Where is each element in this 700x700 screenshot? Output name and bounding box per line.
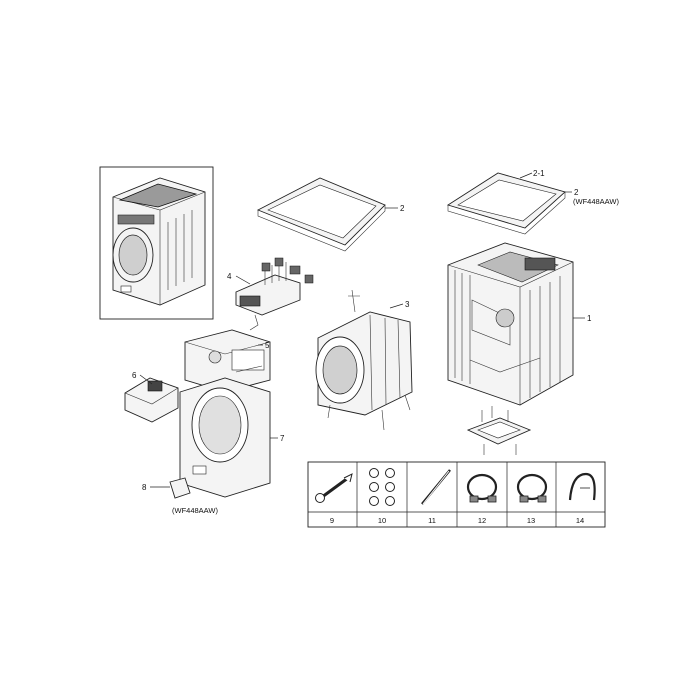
callout-2-model-note: (WF448AAW) xyxy=(573,197,619,206)
part-7-front-panel: 7 xyxy=(179,377,285,498)
part-3-tub-assembly: 3 xyxy=(315,289,413,431)
part-4-control-assembly: 4 xyxy=(227,257,314,331)
accessory-label-12: 12 xyxy=(478,516,486,525)
accessory-label-13: 13 xyxy=(527,516,535,525)
accessory-label-14: 14 xyxy=(576,516,584,525)
callout-2-1: 2-1 xyxy=(533,169,545,178)
callout-4: 4 xyxy=(227,272,232,281)
washer-reference-view xyxy=(99,166,214,320)
accessory-hose-2-icon xyxy=(516,473,548,503)
accessory-tie-strap-icon xyxy=(421,469,451,505)
accessory-label-9: 9 xyxy=(330,516,334,525)
callout-1: 1 xyxy=(587,314,592,323)
part-2-top-cover: 2 xyxy=(256,177,405,252)
accessory-hose-icon xyxy=(466,473,498,503)
accessory-label-10: 10 xyxy=(378,516,386,525)
callout-2: 2 xyxy=(400,204,405,213)
accessory-label-11: 11 xyxy=(428,516,436,525)
accessory-table: 9 10 11 12 13 14 xyxy=(307,461,606,528)
part-5-control-panel: 5 xyxy=(184,329,271,393)
accessory-hose-guide-icon xyxy=(568,472,596,501)
callout-8: 8 xyxy=(142,483,147,492)
callout-6: 6 xyxy=(132,371,137,380)
part-6-detergent-drawer: 6 xyxy=(124,371,179,423)
part-2-1-top-cover-wf448aaw: 2-1 2 (WF448AAW) xyxy=(446,169,619,235)
callout-3: 3 xyxy=(405,300,410,309)
part-8-service-cover: 8 (WF448AAW) xyxy=(142,477,218,515)
accessory-wrench-icon xyxy=(315,473,353,503)
callout-8-model-note: (WF448AAW) xyxy=(172,506,218,515)
part-1-cabinet: 1 xyxy=(447,242,592,455)
callout-5: 5 xyxy=(265,341,270,350)
accessory-caps-icon xyxy=(369,468,395,506)
callout-7: 7 xyxy=(280,434,285,443)
callout-2-wf448aaw: 2 xyxy=(574,188,579,197)
